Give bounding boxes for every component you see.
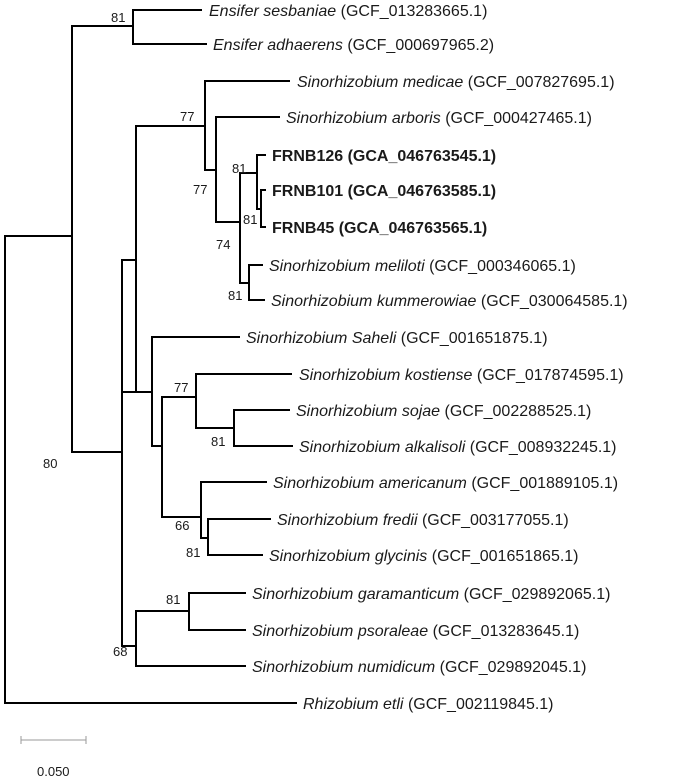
taxon-label: Ensifer adhaerens (GCF_000697965.2): [213, 37, 494, 54]
taxon-label: Sinorhizobium alkalisoli (GCF_008932245.…: [299, 439, 617, 456]
taxon-label: FRNB126 (GCA_046763545.1): [272, 148, 496, 165]
taxon-label: Sinorhizobium kostiense (GCF_017874595.1…: [299, 367, 624, 384]
taxon-label: Sinorhizobium fredii (GCF_003177055.1): [277, 512, 569, 529]
support-value: 81: [111, 10, 125, 25]
taxon-label: Sinorhizobium meliloti (GCF_000346065.1): [269, 258, 576, 275]
support-value: 74: [216, 237, 230, 252]
scale-bar-label: 0.050: [37, 764, 70, 777]
support-value: 81: [228, 288, 242, 303]
taxon-label: Sinorhizobium sojae (GCF_002288525.1): [296, 403, 591, 420]
support-value: 77: [180, 109, 194, 124]
taxon-label: Ensifer sesbaniae (GCF_013283665.1): [209, 3, 487, 20]
support-value: 77: [174, 380, 188, 395]
support-value: 77: [193, 182, 207, 197]
taxon-labels: Ensifer sesbaniae (GCF_013283665.1) Ensi…: [209, 3, 628, 713]
support-value: 81: [211, 434, 225, 449]
taxon-label: Sinorhizobium garamanticum (GCF_02989206…: [252, 586, 610, 603]
support-value: 68: [113, 644, 127, 659]
taxon-label: Sinorhizobium psoraleae (GCF_013283645.1…: [252, 623, 579, 640]
taxon-label: FRNB45 (GCA_046763565.1): [272, 220, 487, 237]
taxon-label: Sinorhizobium americanum (GCF_001889105.…: [273, 475, 618, 492]
support-values: 81 77 77 81 81 74 81 80 77 81 66 81 68 8…: [43, 10, 257, 659]
taxon-label: Sinorhizobium kummerowiae (GCF_030064585…: [271, 293, 628, 310]
taxon-label: Sinorhizobium arboris (GCF_000427465.1): [286, 110, 592, 127]
support-value: 81: [232, 161, 246, 176]
support-value: 81: [186, 545, 200, 560]
support-value: 81: [243, 212, 257, 227]
taxon-label: Sinorhizobium numidicum (GCF_029892045.1…: [252, 659, 586, 676]
support-value: 81: [166, 592, 180, 607]
taxon-label: Sinorhizobium glycinis (GCF_001651865.1): [269, 548, 579, 565]
support-value: 66: [175, 518, 189, 533]
taxon-label: Rhizobium etli (GCF_002119845.1): [303, 696, 554, 713]
tree-branches: [4, 9, 297, 704]
taxon-label: Sinorhizobium Saheli (GCF_001651875.1): [246, 330, 548, 347]
taxon-label: Sinorhizobium medicae (GCF_007827695.1): [297, 74, 615, 91]
scale-bar: 0.050: [20, 736, 87, 777]
taxon-label: FRNB101 (GCA_046763585.1): [272, 183, 496, 200]
support-value: 80: [43, 456, 57, 471]
